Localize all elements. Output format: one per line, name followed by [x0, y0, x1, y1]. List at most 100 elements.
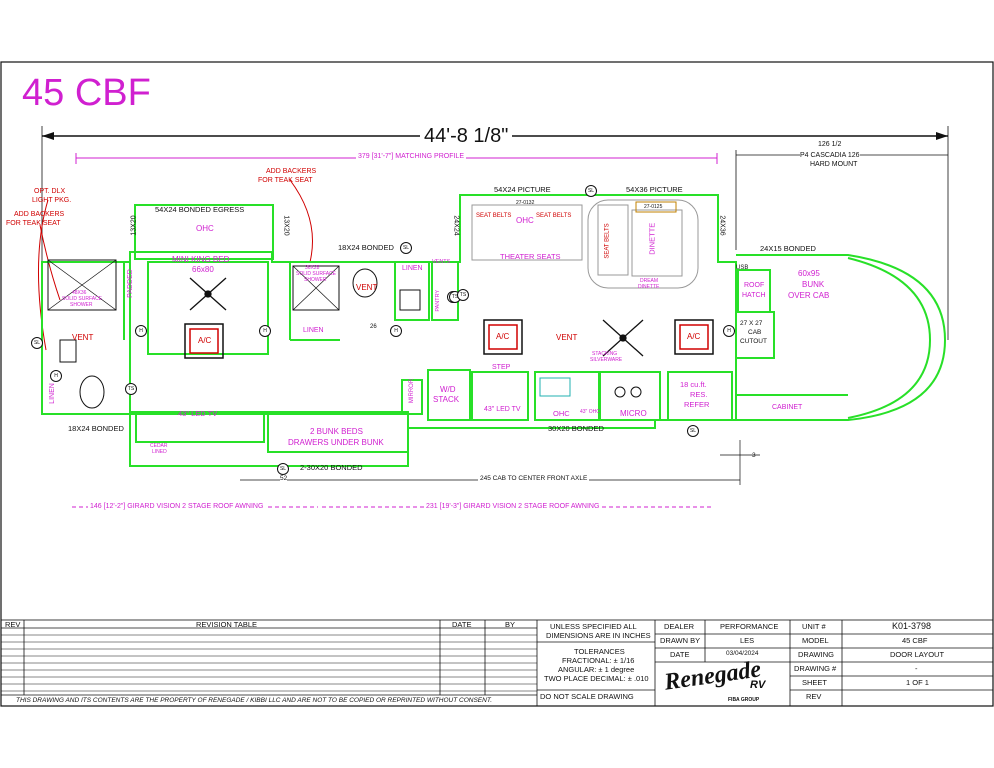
page-title: 45 CBF [22, 72, 151, 114]
revision-by-header: BY [505, 620, 516, 629]
marker-sl: SL [687, 425, 699, 437]
cab-cutout-cab: CAB [748, 329, 762, 336]
theater-ohc: OHC [516, 216, 534, 225]
step-label: STEP [492, 364, 511, 371]
tolerance-fractional: FRACTIONAL: ± 1/16 [562, 656, 635, 665]
seat-belts-c: SEAT BELTS [604, 223, 611, 259]
vents-label: VENTS [432, 259, 451, 265]
washer-dryer: W/D [440, 385, 456, 394]
window-30x20: 30X20 BONDED [548, 424, 604, 433]
callout-opt-dlx: OPT. DLX [34, 188, 66, 195]
shower2-label: SHOWER [304, 277, 327, 283]
window-24x36: 24X36 [718, 215, 726, 236]
dealer-value: PERFORMANCE [720, 622, 779, 631]
drawing-value: DOOR LAYOUT [890, 650, 945, 659]
vent-toilet: VENT [356, 283, 378, 292]
model-label: MODEL [802, 636, 829, 645]
cab-note-line1: 126 1/2 [818, 141, 842, 148]
do-not-scale: DO NOT SCALE DRAWING [540, 692, 634, 701]
bed-label: MINI KING BED [172, 255, 230, 264]
led-tv-living: 43" LED TV [484, 406, 521, 413]
cab-note-line3: HARD MOUNT [810, 161, 858, 168]
marker-h: H [390, 325, 402, 337]
window-24x15: 24X15 BONDED [760, 244, 816, 253]
property-notice: THIS DRAWING AND ITS CONTENTS ARE THE PR… [16, 697, 493, 704]
marker-sl: SL [277, 463, 289, 475]
marker-sl: SL [400, 242, 412, 254]
marker-sl: SL [31, 337, 43, 349]
unless-note-2: DIMENSIONS ARE IN INCHES [546, 631, 651, 640]
refer-size: 18 cu.ft. [680, 380, 707, 389]
cab-bunk-label: BUNK [802, 280, 825, 289]
theater-seats: THEATER SEATS [500, 252, 561, 261]
callout-teak-seat-left: FOR TEAK SEAT [6, 220, 61, 227]
sheet-label: SHEET [802, 678, 828, 687]
drawn-by-label: DRAWN BY [660, 636, 701, 645]
window-egress: 54X24 BONDED EGRESS [155, 205, 245, 214]
date-value: 03/04/2024 [726, 650, 759, 657]
shower1-size: 48X36 [72, 290, 87, 296]
sheet-value: 1 OF 1 [906, 678, 929, 687]
cedar-label: CEDAR [150, 443, 168, 449]
marker-ts: TS [125, 383, 137, 395]
dimension-52: 52 [280, 475, 288, 483]
tolerance-angular: ANGULAR: ± 1 degree [558, 665, 635, 674]
rev-label: REV [806, 692, 822, 701]
dimension-3: 3 [752, 452, 756, 459]
seat-belts-b: SEAT BELTS [536, 213, 572, 219]
window-13x20-left: 13X20 [130, 215, 138, 236]
renegade-logo-rv: RV [750, 679, 766, 691]
window-18x24-bottom: 18X24 BONDED [68, 424, 124, 433]
marker-h: H [135, 325, 147, 337]
vent-living: VENT [556, 333, 578, 342]
refer-label: REFER [684, 400, 710, 409]
ohc-tv-kitchen: 43" OHC [580, 409, 600, 415]
date-label: DATE [670, 650, 690, 659]
shower2-material: SOLID SURFACE [296, 271, 337, 277]
bunk-beds: 2 BUNK BEDS [310, 427, 363, 436]
ac-bedroom: A/C [198, 336, 212, 345]
callout-add-backers-left: ADD BACKERS [14, 211, 65, 218]
tolerance-decimal: TWO PLACE DECIMAL: ± .010 [544, 674, 649, 683]
revision-date-header: DATE [452, 620, 472, 629]
callout-light-pkg: LIGHT PKG. [32, 197, 72, 204]
dimension-26: 26 [370, 324, 377, 330]
marker-ts: TS [457, 289, 469, 301]
cedar-lined: LINED [152, 449, 167, 455]
mirror-label: MIRROR [409, 378, 416, 404]
linen-left: LINEN [48, 383, 56, 404]
window-18x24-top: 18X24 BONDED [338, 243, 394, 252]
part-code-a: 27-0132 [516, 200, 535, 206]
window-picture-54x24: 54X24 PICTURE [494, 185, 551, 194]
overall-length-dimension: 44'-8 1/8" [420, 126, 513, 146]
vent-bath: VENT [72, 333, 94, 342]
bedroom-ohc: OHC [196, 224, 214, 233]
part-code-b: 27-0125 [644, 204, 663, 210]
tolerances-header: TOLERANCES [574, 647, 625, 656]
cab-bunk-size: 60x95 [798, 269, 820, 278]
window-2-30x20: 2-30X20 BONDED [300, 463, 363, 472]
stacking-2: SILVERWARE [590, 357, 623, 363]
revision-table-header: REVISION TABLE [196, 620, 257, 629]
cab-cutout-label: CUTOUT [740, 338, 767, 345]
stacking-1: STACKING [592, 351, 618, 357]
unit-value: K01-3798 [892, 621, 932, 631]
bunk-drawers: DRAWERS UNDER BUNK [288, 438, 384, 447]
callout-teak-seat-right: FOR TEAK SEAT [258, 177, 313, 184]
shower2-size: 36X28 [305, 265, 320, 271]
linen-middle: LINEN [303, 327, 324, 334]
cab-bunk-over: OVER CAB [788, 291, 830, 300]
roof-hatch-1: ROOF [744, 282, 765, 289]
drawing-label: DRAWING [798, 650, 834, 659]
cab-cutout-size: 27 X 27 [740, 320, 763, 327]
marker-sl: SL [585, 185, 597, 197]
dealer-label: DEALER [664, 622, 695, 631]
model-value: 45 CBF [902, 636, 928, 645]
matching-profile-dimension: 379 [31'-7"] MATCHING PROFILE [356, 153, 466, 160]
padded-label: PADDED [126, 269, 134, 298]
marker-h: H [259, 325, 271, 337]
cabinet-label: CABINET [772, 404, 803, 411]
marker-h: H [50, 370, 62, 382]
